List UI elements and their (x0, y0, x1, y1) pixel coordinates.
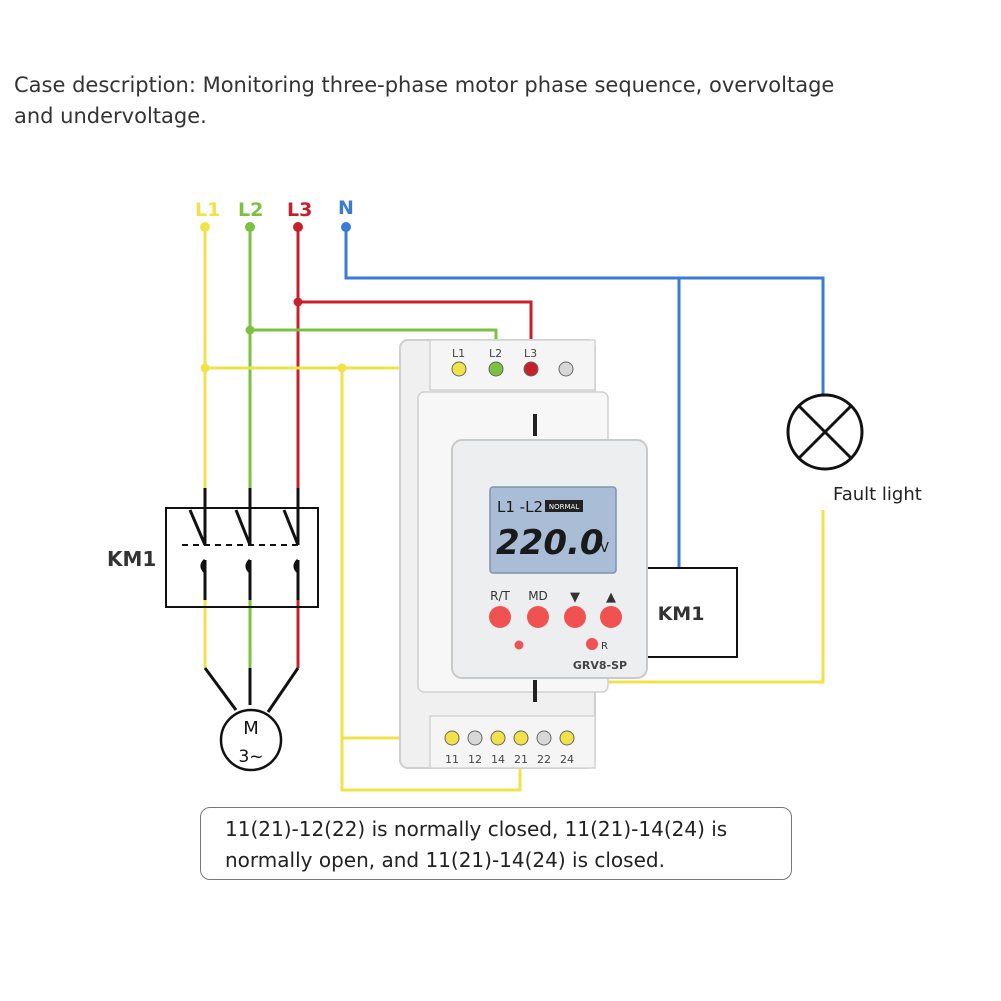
relay-terminal-14 (490, 730, 506, 746)
terminal-dot-l3 (293, 222, 303, 232)
relay-top-terminal-label: L1 (452, 347, 465, 360)
relay-terminal-12 (467, 730, 483, 746)
lcd-unit: V (600, 541, 609, 556)
relay-terminal-l3 (523, 361, 539, 377)
junction-l1 (200, 363, 210, 373)
case-description: Case description: Monitoring three-phase… (14, 73, 835, 128)
contactor-left-label: KM1 (107, 547, 156, 571)
lcd-badge: NORMAL (549, 503, 579, 511)
relay-bottom-terminal-label: 22 (537, 753, 551, 766)
relay-terminal-22 (536, 730, 552, 746)
relay-lcd (489, 486, 617, 574)
neutral-wire (344, 228, 825, 568)
fault-light-icon (786, 393, 864, 471)
relay-bottom-terminal-label: 12 (468, 753, 482, 766)
fault-light-label: Fault light (833, 484, 922, 505)
line-label-l3: L3 (287, 199, 312, 221)
button-label-down: ▼ (570, 590, 580, 605)
relay-bottom-terminal-label: 11 (445, 753, 459, 766)
contactor-left-box (165, 507, 319, 608)
up-button[interactable] (600, 606, 622, 628)
rt-button[interactable] (489, 606, 511, 628)
down-button[interactable] (564, 606, 586, 628)
lcd-mode-label: L1 -L2 (497, 498, 543, 516)
line-label-l1: L1 (195, 199, 220, 221)
button-label-up: ▲ (606, 590, 616, 605)
relay-top-terminal-label: L3 (524, 347, 537, 360)
md-button[interactable] (527, 606, 549, 628)
relay-bottom-terminal-label: 24 (560, 753, 574, 766)
button-label-rt: R/T (490, 589, 510, 603)
reset-button[interactable] (586, 638, 598, 650)
relay-bottom-terminal-label: 21 (514, 753, 528, 766)
terminal-dot-l1 (200, 222, 210, 232)
lcd-value: 220.0 (496, 523, 604, 563)
junction-l2 (245, 325, 255, 335)
terminal-dot-l2 (245, 222, 255, 232)
relay-terminal-24 (559, 730, 575, 746)
motor-label: M (243, 718, 259, 739)
status-led (514, 640, 524, 650)
contactor-wires (182, 488, 300, 713)
relay-top-terminal-label: L2 (489, 347, 502, 360)
junction-l3 (293, 297, 303, 307)
relay-terminal-11 (444, 730, 460, 746)
terminal-dot-n (341, 222, 351, 232)
relay-model: GRV8-SP (573, 659, 627, 672)
relay-terminal-21 (513, 730, 529, 746)
reset-label: R (601, 641, 608, 652)
motor-sublabel: 3~ (238, 747, 263, 767)
relay-bottom-terminal-label: 14 (491, 753, 505, 766)
line-label-n: N (338, 197, 354, 219)
line-label-l2: L2 (238, 199, 263, 221)
button-label-md: MD (528, 589, 548, 603)
motor-symbol (219, 708, 283, 772)
junction-l1-relay (337, 363, 347, 373)
relay-terminal-l2 (488, 361, 504, 377)
relay-terminal-l1 (451, 361, 467, 377)
relay-terminal-spare (558, 361, 574, 377)
lcd-badge-bg (545, 500, 583, 512)
contactor-right-label: KM1 (658, 603, 705, 625)
contact-note: 11(21)-12(22) is normally closed, 11(21)… (200, 807, 792, 880)
